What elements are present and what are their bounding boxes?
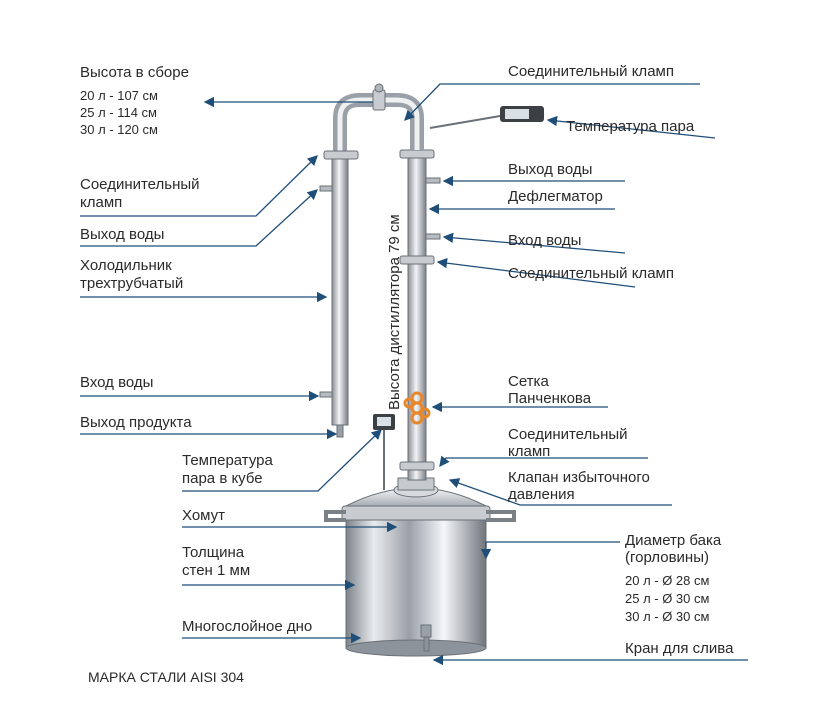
drain-tap-label: Кран для слива	[625, 640, 734, 657]
water-in-left-label: Вход воды	[80, 374, 154, 391]
cube-temp-label-2: пара в кубе	[182, 470, 263, 487]
steam-temp-label: Температура пара	[566, 118, 695, 135]
cube-temp-label-1: Температура	[182, 452, 273, 469]
mesh-label-2: Панченкова	[508, 390, 592, 407]
water-in-right-label: Вход воды	[508, 232, 582, 249]
clamp-lower-label-1: Соединительный	[508, 426, 628, 443]
tank-diameter-30l: 30 л - Ø 30 см	[625, 609, 710, 624]
relief-valve-label-1: Клапан избыточного	[508, 469, 650, 486]
top-bends	[333, 83, 424, 155]
panchenkov-mesh-coil	[403, 391, 431, 425]
clamp-lower-label-2: кламп	[508, 443, 551, 460]
steam-thermometer	[429, 106, 544, 129]
assembled-height-25l: 25 л - 114 см	[80, 105, 157, 120]
assembled-height-30l: 30 л - 120 см	[80, 122, 158, 137]
clamp-left-label-1: Соединительный	[80, 176, 200, 193]
tank-diameter-title-2: (горловины)	[625, 549, 709, 566]
cooler-tube	[319, 150, 359, 438]
product-out-label: Выход продукта	[80, 414, 192, 431]
clamp-top-label: Соединительный кламп	[508, 63, 674, 80]
clamp-left-label-2: кламп	[80, 194, 123, 211]
cooler-label-2: трехтрубчатый	[80, 275, 184, 292]
water-out-left-label: Выход воды	[80, 226, 165, 243]
steel-grade: МАРКА СТАЛИ AISI 304	[88, 669, 244, 685]
cooler-label-1: Холодильник	[80, 257, 172, 274]
multilayer-bottom-label: Многослойное дно	[182, 618, 313, 635]
dephlegmator-column	[399, 149, 441, 481]
relief-valve-label-2: давления	[508, 486, 575, 503]
clamp-right-label: Соединительный кламп	[508, 265, 674, 282]
leader-lines	[80, 83, 748, 666]
dephlegmator-label: Дефлегматор	[508, 188, 603, 205]
cube-thermometer	[373, 414, 395, 490]
mesh-label-1: Сетка	[508, 373, 549, 390]
assembled-height-title: Высота в сборе	[80, 64, 189, 81]
tank-diameter-25l: 25 л - Ø 30 см	[625, 591, 710, 606]
tank-diameter-title-1: Диаметр бака	[625, 532, 722, 549]
water-out-right-label: Выход воды	[508, 161, 593, 178]
collar-label: Хомут	[182, 507, 226, 524]
wall-thickness-label-2: стен 1 мм	[182, 562, 251, 579]
tank	[324, 477, 516, 657]
tank-diameter-20l: 20 л - Ø 28 см	[625, 573, 710, 588]
assembled-height-20l: 20 л - 107 см	[80, 88, 158, 103]
wall-thickness-label-1: Толщина	[182, 544, 245, 561]
